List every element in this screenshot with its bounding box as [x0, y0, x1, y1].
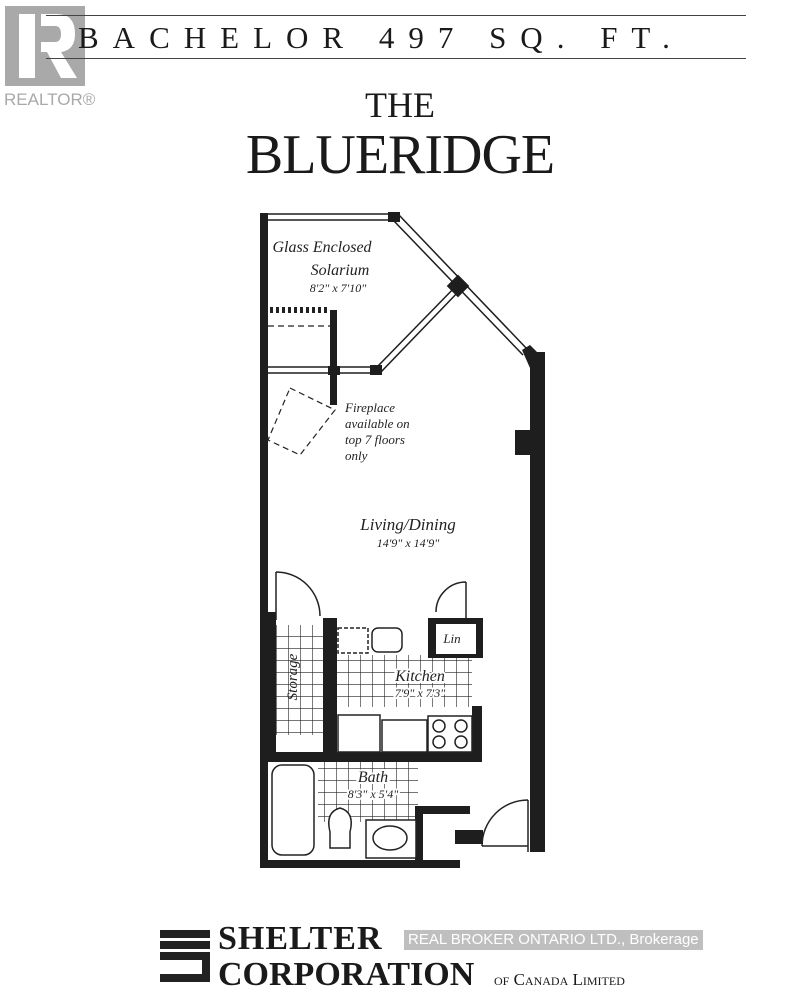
- windows: [268, 213, 529, 374]
- fireplace: [267, 325, 336, 456]
- shelter-logo-icon: [160, 930, 210, 982]
- brokerage-watermark: REAL BROKER ONTARIO LTD., Brokerage: [404, 930, 703, 950]
- linen-label: Lin: [442, 631, 460, 646]
- company-name-line2: CORPORATION: [218, 956, 475, 993]
- header-rule-top: [46, 15, 746, 16]
- unit-type-heading: BACHELOR 497 SQ. FT.: [78, 20, 684, 55]
- storage-label: Storage: [285, 653, 301, 700]
- fixtures: [271, 627, 473, 859]
- company-name-line3: of Canada Limited: [494, 970, 625, 989]
- realtor-logo-text: REALTOR®: [4, 90, 96, 109]
- room-labels: Glass Enclosed Solarium 8'2" x 7'10" Fir…: [272, 239, 460, 803]
- kitchen-size: 7'9" x 7'3": [395, 686, 446, 700]
- solarium-label-1: Glass Enclosed: [272, 239, 372, 256]
- storage-floor: [276, 625, 323, 735]
- living-label: Living/Dining: [359, 515, 455, 534]
- kitchen-floor: [337, 655, 472, 707]
- living-size: 14'9" x 14'9": [377, 536, 440, 550]
- fireplace-note-3: top 7 floors: [345, 432, 405, 447]
- doors: [275, 571, 529, 852]
- solarium-label-2: Solarium: [311, 262, 370, 279]
- realtor-r-icon: [5, 6, 85, 86]
- exterior-walls: [260, 212, 545, 868]
- fireplace-note-2: available on: [345, 416, 410, 431]
- linen-closet: [436, 624, 476, 654]
- company-name-line1: SHELTER: [218, 920, 383, 957]
- building-name: BLUERIDGE: [245, 124, 555, 186]
- realtor-logo: REALTOR®: [0, 0, 95, 110]
- bath-size: 8'3" x 5'4": [348, 787, 399, 801]
- bath-label: Bath: [358, 769, 388, 786]
- building-name-prefix: THE: [365, 85, 435, 125]
- solarium-size: 8'2" x 7'10": [310, 281, 367, 295]
- kitchen-label: Kitchen: [394, 668, 445, 685]
- fireplace-note-1: Fireplace: [344, 400, 395, 415]
- header-rule-bottom: [46, 58, 746, 59]
- fireplace-note-4: only: [345, 448, 368, 463]
